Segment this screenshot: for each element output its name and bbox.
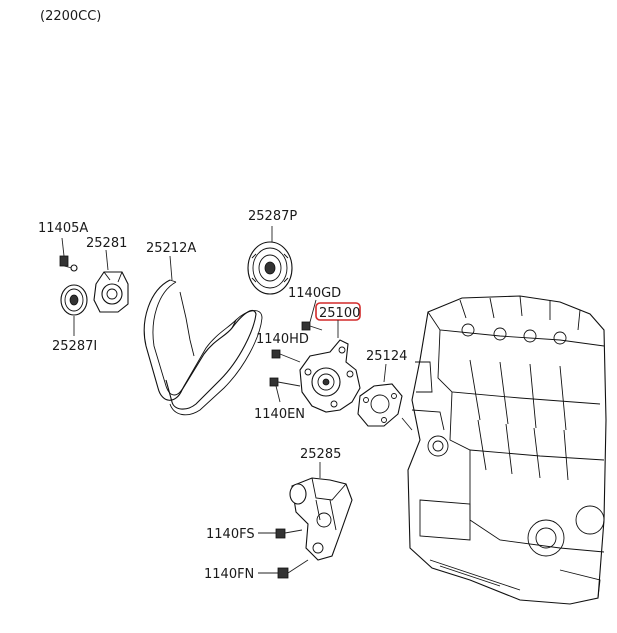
bolt-1140hd[interactable]	[271, 349, 301, 363]
leader-25212a	[169, 255, 173, 281]
engine-block	[407, 295, 607, 605]
engine-variant-label: (2200CC)	[40, 9, 101, 24]
callout-25124[interactable]: 25124	[366, 349, 407, 364]
callout-1140en[interactable]: 1140EN	[254, 407, 305, 422]
water-pump-25100[interactable]	[299, 339, 361, 413]
callout-25100[interactable]: 25100	[319, 306, 360, 321]
bolt-1140fs[interactable]	[258, 528, 303, 539]
callout-25287p[interactable]: 25287P	[248, 209, 297, 224]
gasket-25124[interactable]	[357, 363, 413, 431]
callout-25212a[interactable]: 25212A	[146, 241, 196, 256]
bracket-25285[interactable]	[289, 462, 353, 561]
bolt-11405a[interactable]	[59, 237, 78, 272]
idler-pulley-25287i[interactable]	[60, 284, 88, 336]
pump-pulley-25287p[interactable]	[247, 226, 293, 295]
drive-belt-25212a[interactable]	[143, 279, 263, 416]
callout-25281[interactable]: 25281	[86, 236, 127, 251]
bolt-1140gd[interactable]	[301, 299, 323, 331]
callout-11405a[interactable]: 11405A	[38, 221, 88, 236]
bolt-1140fn[interactable]	[258, 559, 309, 579]
tensioner-25281[interactable]	[93, 249, 129, 313]
callout-1140gd[interactable]: 1140GD	[288, 286, 341, 301]
callout-25287i[interactable]: 25287I	[52, 339, 97, 354]
callout-1140fs[interactable]: 1140FS	[206, 527, 255, 542]
callout-25285[interactable]: 25285	[300, 447, 341, 462]
callout-1140fn[interactable]: 1140FN	[204, 567, 254, 582]
bolt-1140en[interactable]	[269, 377, 301, 403]
callout-1140hd[interactable]: 1140HD	[256, 332, 309, 347]
